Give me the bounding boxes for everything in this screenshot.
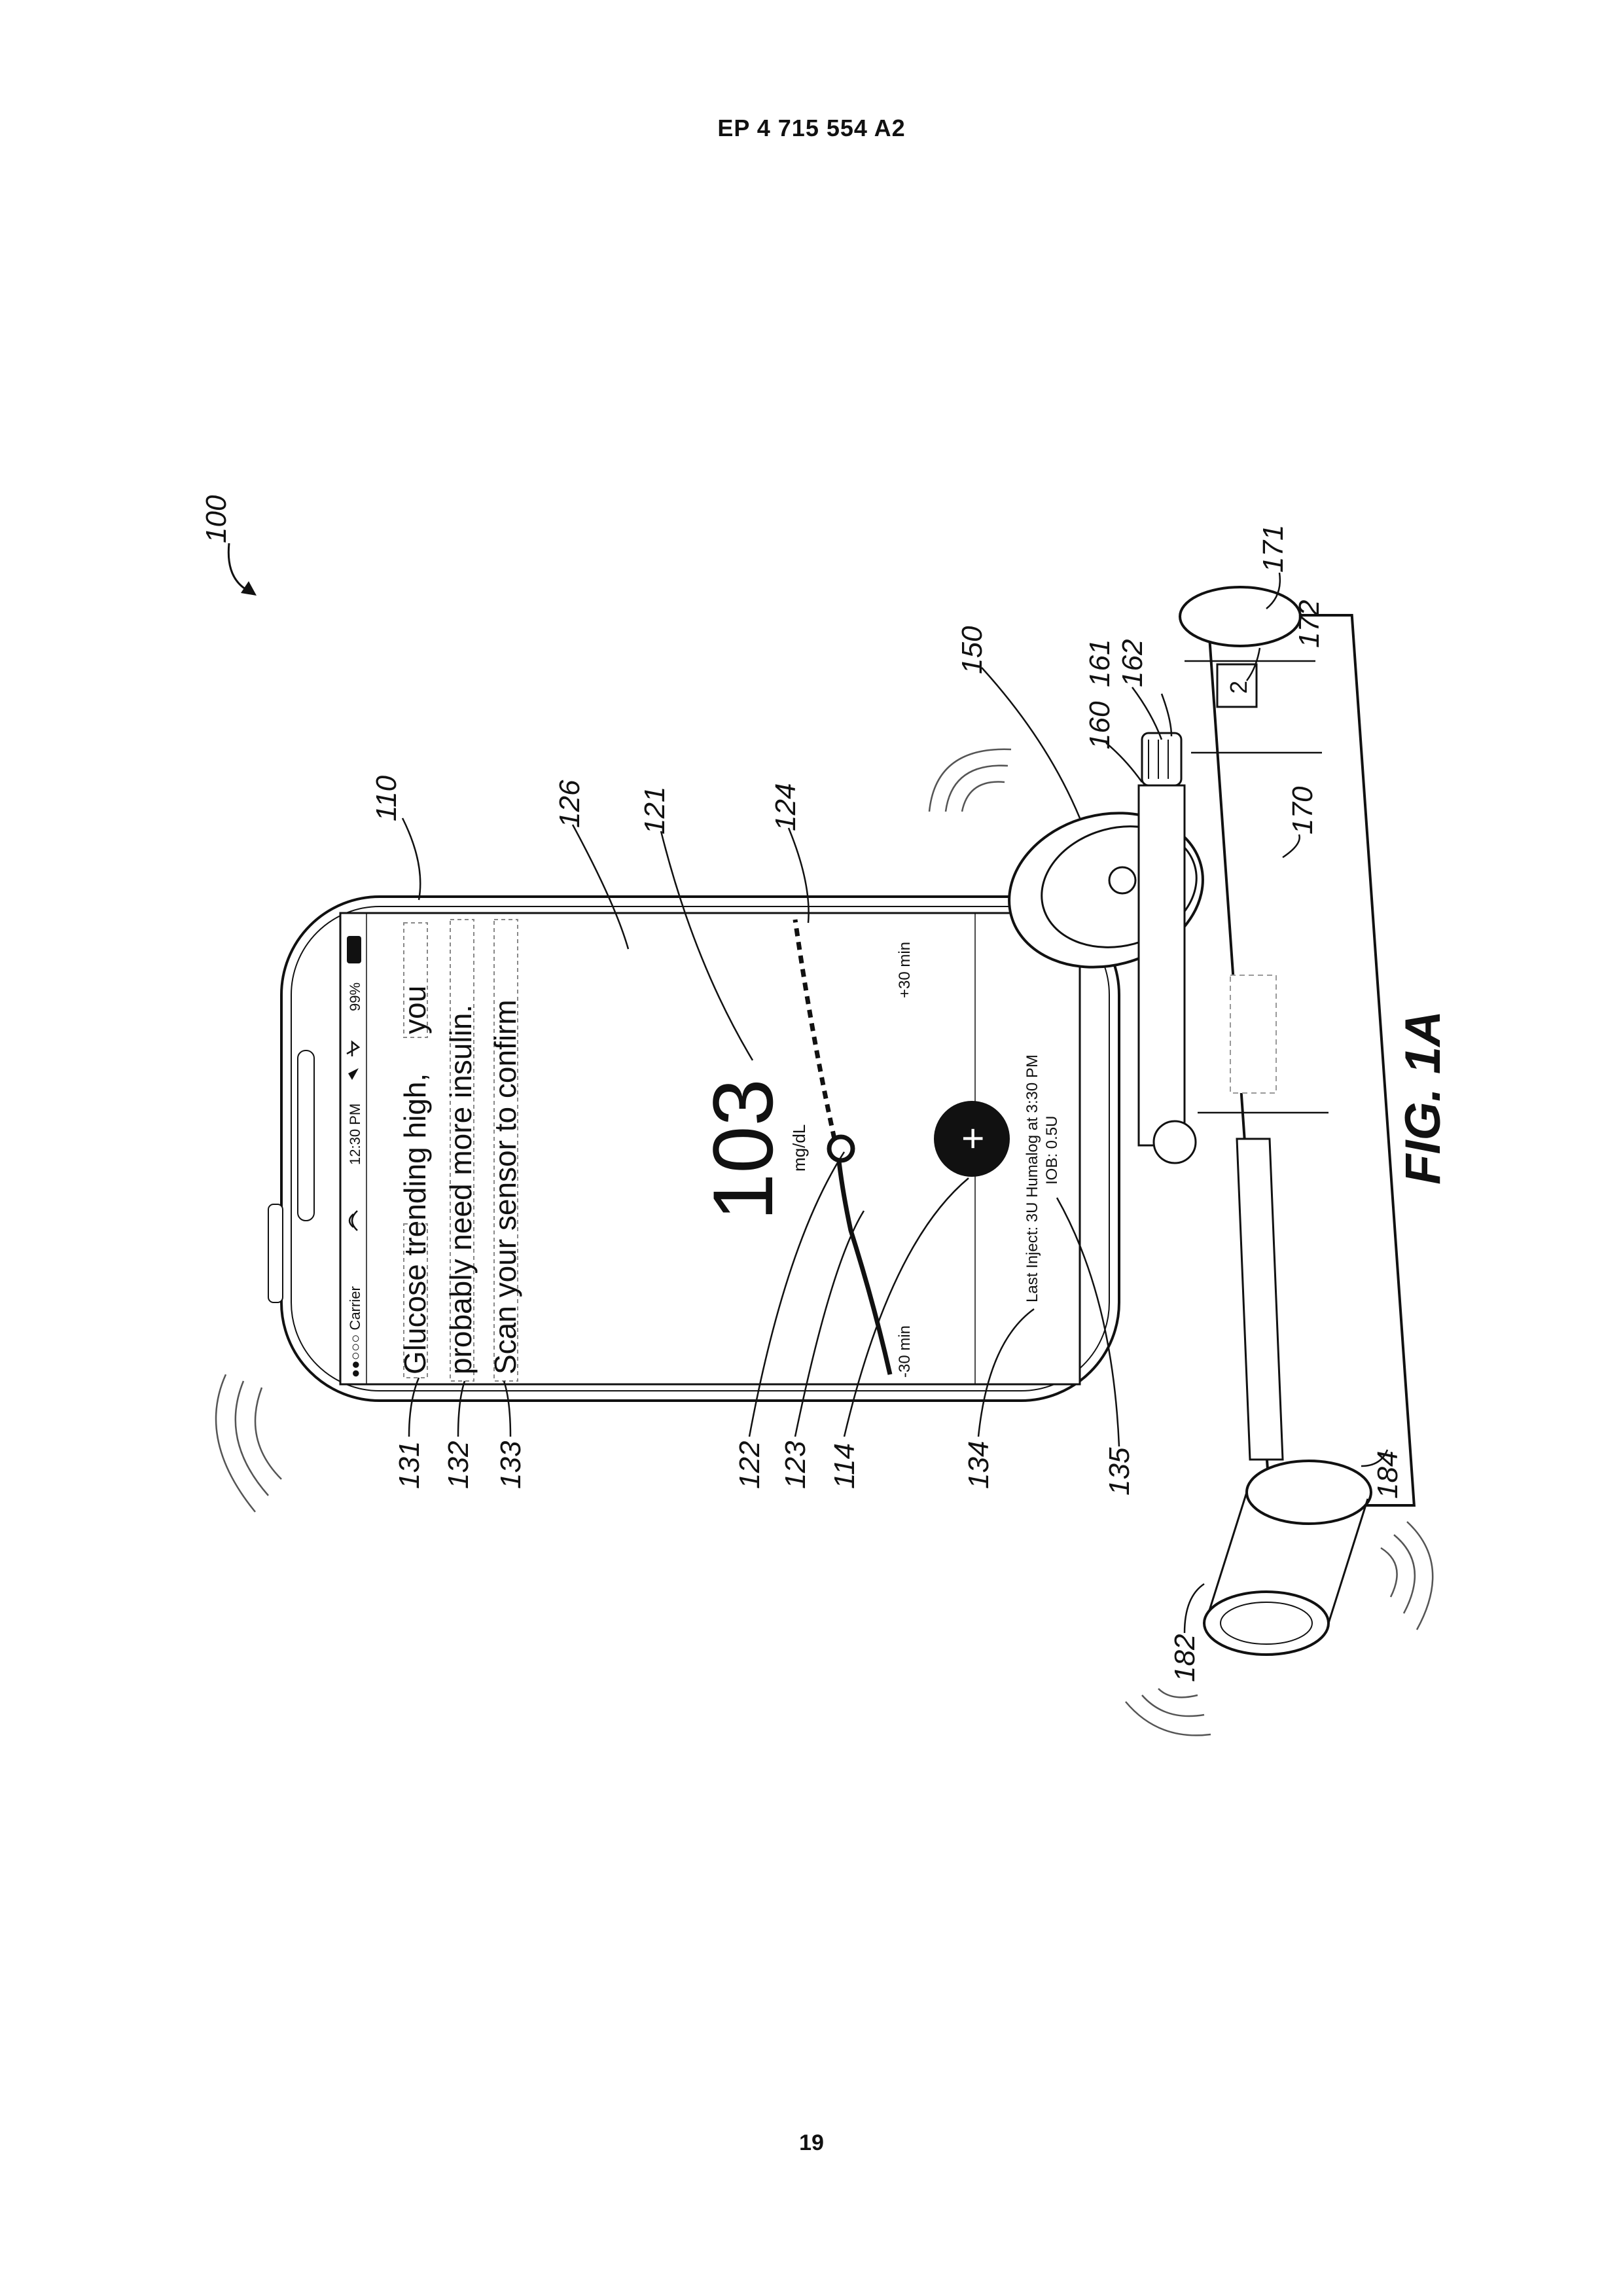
pen-cap-184 — [1247, 1461, 1371, 1524]
iob-text: IOB: 0.5U — [1043, 1116, 1061, 1185]
wireless-signal-pen-right — [1381, 1522, 1433, 1630]
glucose-value: 103 — [695, 1079, 791, 1221]
ref-114: 114 — [829, 1443, 861, 1489]
ref-126: 126 — [554, 780, 586, 828]
battery-percent: 99% — [347, 982, 363, 1011]
message-line-2: probably need more insulin. — [444, 1005, 478, 1374]
band-clip — [1154, 1121, 1196, 1163]
ref-124: 124 — [770, 783, 802, 831]
ref-134: 134 — [963, 1441, 995, 1489]
ref-171: 171 — [1257, 525, 1289, 573]
sensor-logo-icon — [1109, 867, 1135, 893]
ref-133: 133 — [495, 1441, 527, 1489]
ref-182: 182 — [1169, 1634, 1201, 1682]
message-line-3: Scan your sensor to confirm — [488, 999, 522, 1374]
wireless-signal-pen-left — [1126, 1689, 1211, 1735]
ref-121: 121 — [639, 787, 671, 834]
battery-icon — [347, 936, 361, 963]
ref-170: 170 — [1287, 786, 1319, 834]
plus-icon: + — [951, 1127, 995, 1150]
ref-172: 172 — [1293, 600, 1325, 648]
pen-label-area — [1230, 975, 1276, 1093]
ref-135: 135 — [1103, 1447, 1135, 1496]
ref-162: 162 — [1116, 639, 1149, 687]
time-left-label: -30 min — [896, 1325, 914, 1378]
ref-100-label: 100 — [200, 495, 232, 543]
wireless-signal-phone — [216, 1374, 281, 1512]
ref-132: 132 — [442, 1441, 474, 1489]
ref-150: 150 — [956, 626, 988, 674]
message-line-1: Glucose trending high, — [398, 1073, 432, 1374]
side-button — [268, 1204, 283, 1302]
ref-160: 160 — [1084, 701, 1116, 749]
dose-window-digit: 2 — [1225, 681, 1252, 694]
glucose-unit: mg/dL — [789, 1124, 809, 1172]
carrier-text: ●●○○○ Carrier — [347, 1286, 363, 1378]
message-line-1b: you — [398, 986, 432, 1034]
pen-cap-end-171 — [1180, 587, 1300, 646]
add-button[interactable]: + — [934, 1101, 1010, 1177]
ref-100-arrow — [228, 543, 245, 589]
speaker-grille — [298, 1050, 314, 1221]
status-time: 12:30 PM — [347, 1103, 363, 1165]
ref-184: 184 — [1372, 1451, 1404, 1499]
wireless-signal-sensor — [929, 749, 1011, 812]
ref-131: 131 — [393, 1441, 425, 1489]
last-inject-text: Last Inject: 3U Humalog at 3:30 PM — [1024, 1054, 1041, 1302]
ref-122: 122 — [734, 1441, 766, 1489]
ref-123: 123 — [779, 1441, 812, 1489]
ref-161: 161 — [1084, 639, 1116, 687]
time-right-label: +30 min — [896, 942, 914, 998]
smartphone: ●●○○○ Carrier 12:30 PM 99% Glucose trend… — [268, 897, 1119, 1401]
ref-110: 110 — [370, 775, 402, 821]
pen-sensor-band — [1139, 785, 1185, 1145]
figure-title: FIG. 1A — [1395, 1011, 1451, 1185]
